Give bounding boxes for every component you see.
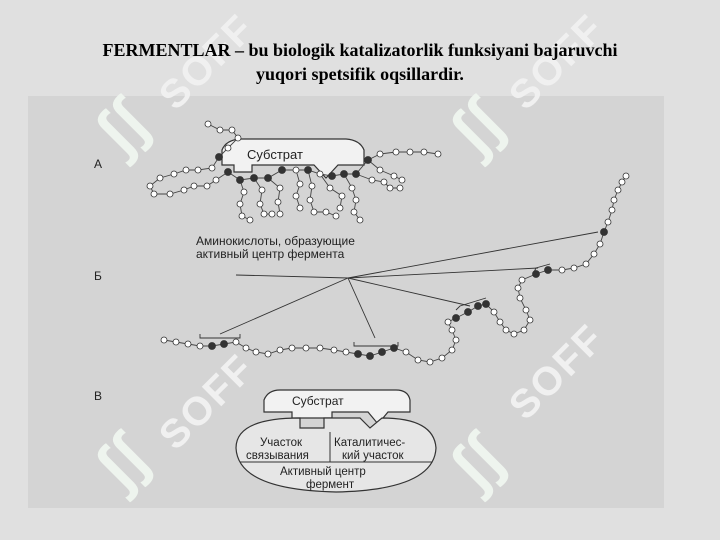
active-center-annotation-line-1: Аминокислоты, образующие — [196, 234, 355, 248]
panel-label-c: В — [94, 389, 102, 403]
substrate-shape-a — [221, 138, 365, 179]
substrate-shape-c — [263, 389, 411, 425]
panel-label-b: Б — [94, 269, 102, 283]
amino-acid-beads-a — [146, 120, 442, 224]
binding-site-label-line-1: Участок — [260, 437, 303, 449]
amino-acid-beads-b — [160, 172, 630, 366]
catalytic-site-label-line-2: кий участок — [342, 450, 404, 462]
slide-title-line-1: FERMENTLAR – bu biologik katalizatorlik … — [102, 40, 618, 60]
slide-title-line-2: yuqori spetsifik oqsillardir. — [256, 64, 464, 84]
panel-label-a: А — [94, 157, 102, 171]
catalytic-site-label-line-1: Каталитичес- — [334, 437, 405, 449]
active-center-annotation-line-2: активный центр фермента — [196, 247, 345, 261]
substrate-label-a: Субстрат — [247, 147, 303, 162]
binding-site-label-line-2: связывания — [246, 450, 309, 462]
active-center-label: Активный центр — [280, 466, 366, 478]
enzyme-label: фермент — [306, 479, 355, 491]
substrate-label-c: Субстрат — [292, 394, 344, 408]
enzyme-shape — [235, 417, 437, 493]
